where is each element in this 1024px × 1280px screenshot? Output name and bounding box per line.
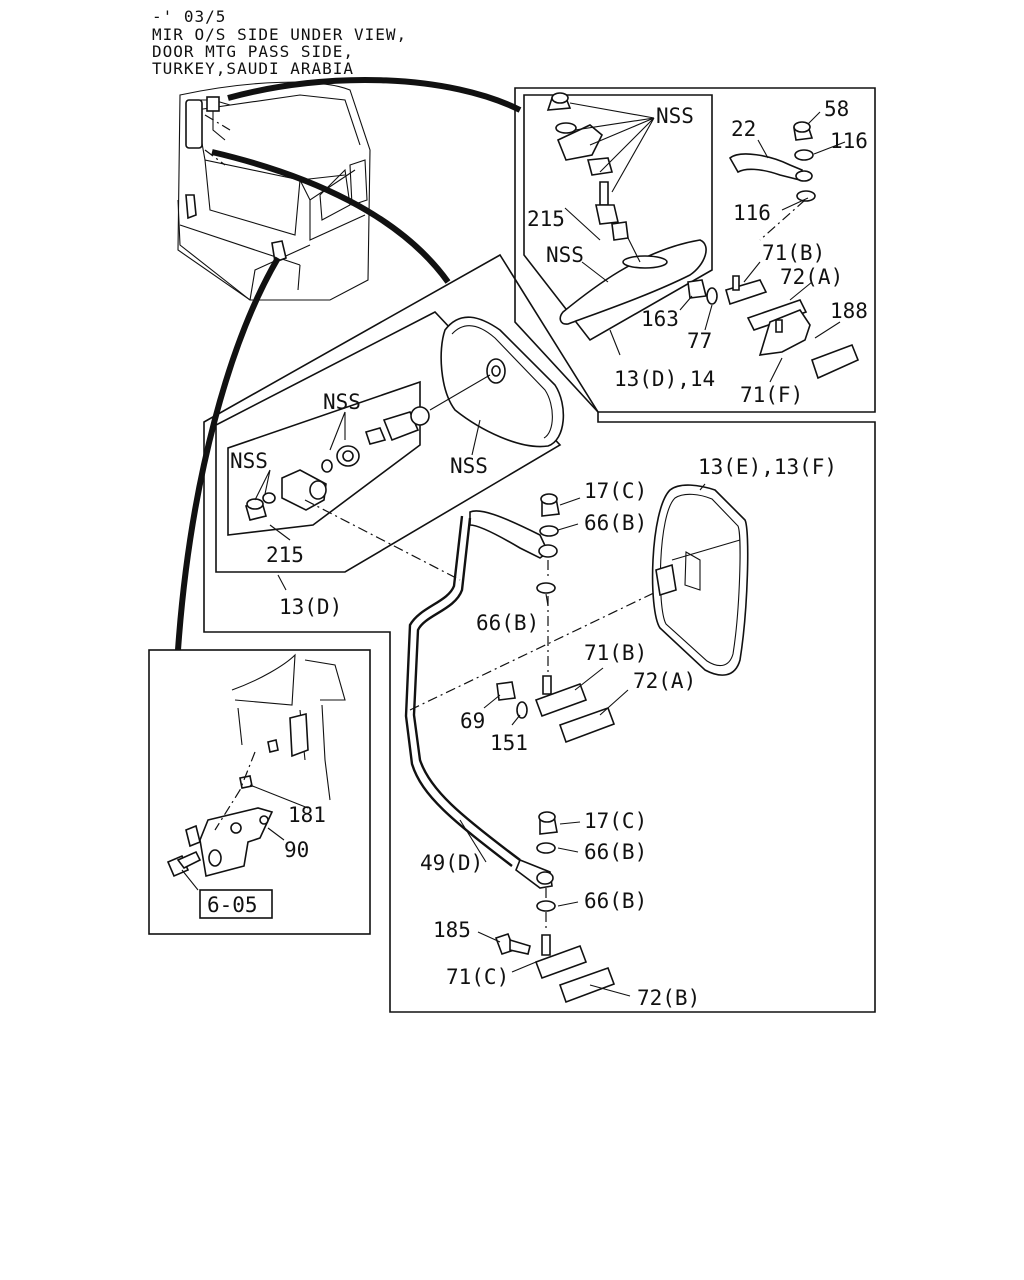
- detail-box-top-right: [514, 87, 876, 413]
- callout-nss-clamp: NSS: [230, 449, 268, 473]
- callout-215-top: 215: [527, 207, 565, 231]
- callout-71c: 71(C): [446, 965, 509, 989]
- callout-163: 163: [641, 307, 679, 331]
- callout-185: 185: [433, 918, 471, 942]
- callout-labels: 58 116 22 116 71(B) 72(A) 188 163 77 71(…: [207, 97, 868, 1010]
- callout-215-mid: 215: [266, 543, 304, 567]
- callout-72a-top: 72(A): [780, 265, 843, 289]
- callout-66b-upper-1: 66(B): [584, 511, 647, 535]
- diagram-header: -' 03/5 MIR O/S SIDE UNDER VIEW, DOOR MT…: [152, 7, 407, 78]
- callout-13e-13f: 13(E),13(F): [698, 455, 837, 479]
- callout-71b-mid: 71(B): [584, 641, 647, 665]
- callout-151: 151: [490, 731, 528, 755]
- callout-nss-mirror: NSS: [450, 454, 488, 478]
- callout-13d-14: 13(D),14: [614, 367, 715, 391]
- callout-72b: 72(B): [637, 986, 700, 1010]
- callout-69: 69: [460, 709, 485, 733]
- callout-nss-top-mirror: NSS: [546, 243, 584, 267]
- callout-66b-upper-2: 66(B): [476, 611, 539, 635]
- mirror-13d-exploded: [203, 253, 876, 1013]
- callout-116-lower: 116: [733, 201, 771, 225]
- callout-nss-top: NSS: [656, 104, 694, 128]
- leader-arcs: [175, 76, 522, 651]
- reference-box-6-05: [199, 889, 273, 919]
- header-line-4: TURKEY,SAUDI ARABIA: [152, 59, 354, 78]
- callout-17c-lower: 17(C): [584, 809, 647, 833]
- callout-66b-lower-2: 66(B): [584, 889, 647, 913]
- callout-13d: 13(D): [279, 595, 342, 619]
- callout-66b-lower-1: 66(B): [584, 840, 647, 864]
- header-line-2: MIR O/S SIDE UNDER VIEW,: [152, 25, 407, 44]
- callout-116-upper: 116: [830, 129, 868, 153]
- callout-181: 181: [288, 803, 326, 827]
- callout-17c-upper: 17(C): [584, 479, 647, 503]
- callout-90: 90: [284, 838, 309, 862]
- callout-6-05: 6-05: [207, 893, 258, 917]
- truck-cab-overview: [177, 81, 371, 301]
- header-line-3: DOOR MTG PASS SIDE,: [152, 42, 354, 61]
- callout-72a-mid: 72(A): [633, 669, 696, 693]
- detail-box-bracket: [148, 649, 371, 935]
- callout-49d: 49(D): [420, 851, 483, 875]
- rod-assembly: [404, 483, 749, 1004]
- callout-22: 22: [731, 117, 756, 141]
- callout-58: 58: [824, 97, 849, 121]
- callout-188: 188: [830, 299, 868, 323]
- callout-77: 77: [687, 329, 712, 353]
- callout-71b-top: 71(B): [762, 241, 825, 265]
- header-line-1: -' 03/5: [152, 7, 226, 26]
- callout-nss-stud: NSS: [323, 390, 361, 414]
- callout-71f: 71(F): [740, 383, 803, 407]
